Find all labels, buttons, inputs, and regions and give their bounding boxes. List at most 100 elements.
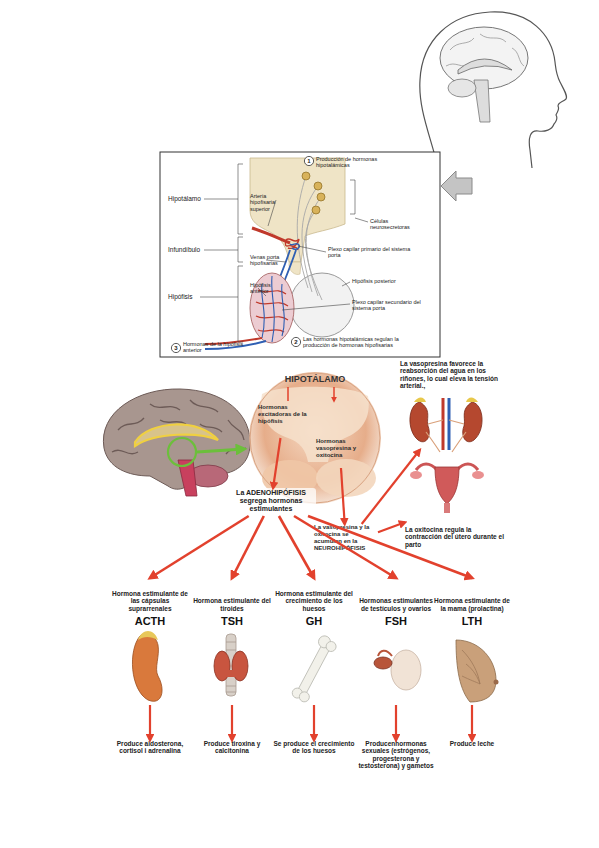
connector [362, 450, 420, 524]
hormone-arrow [294, 516, 396, 578]
gonad-icon [374, 657, 392, 669]
part-label: Producción de hormonas hipotalámicas [316, 156, 398, 169]
part-label: Hormonas de la hipófisis anterior [183, 341, 249, 354]
head-silhouette [474, 80, 490, 122]
hormone-arrow [308, 516, 472, 578]
node-text: Hormonas vasopresina y oxitocina [316, 438, 364, 459]
connector [378, 522, 405, 532]
kidney-illustration [448, 398, 451, 450]
hypothalamus-zoom [288, 387, 334, 401]
hormone-abbreviation: GH [275, 615, 353, 627]
hypothalamus-zoom [249, 372, 381, 504]
node-text: Se produce el crecimiento de los huesos [272, 740, 356, 755]
bone-icon [324, 640, 338, 654]
hormone-arrow [231, 705, 233, 740]
hormone-arrow [395, 705, 397, 740]
connector [279, 516, 314, 578]
circle-outline [250, 373, 380, 503]
leader-lines [342, 282, 350, 286]
hormone-arrow [378, 522, 405, 532]
node-text: Hormona estimulante del tiroides [193, 578, 271, 612]
kidney-panel: La vasopresina favorece la reabsorción d… [400, 360, 510, 450]
connector [232, 705, 233, 740]
leader-lines [282, 304, 350, 310]
callout-number: 3 [172, 345, 180, 352]
head-silhouette [458, 59, 512, 74]
connector [341, 468, 345, 524]
part-label: Plexo capilar primario del sistema porta [328, 246, 412, 259]
pituitary-anatomy [302, 172, 310, 180]
uterus-illustration [472, 471, 484, 479]
node-text: HIPOTÁLAMO [249, 374, 381, 384]
bone-icon [290, 634, 339, 704]
gonad-icon [378, 651, 392, 656]
node-text: La vasopresina favorece la reabsorción d… [400, 360, 510, 390]
hormone-abbreviation: TSH [193, 615, 271, 627]
hormone-arrow [232, 516, 264, 578]
effect-box: Produce leche [430, 740, 514, 780]
pituitary-anatomy [250, 273, 294, 343]
hormone-abbreviation: LTH [433, 615, 511, 627]
brain-illustration [103, 389, 250, 489]
hormone-arrow [150, 516, 249, 578]
connector [273, 438, 280, 488]
hormone-arrow [149, 705, 151, 740]
uterus-panel: La oxitocina regula la contracción del ú… [405, 458, 510, 548]
callout-circles [304, 156, 313, 165]
effect-box: Produce aldosterona, cortisol i adrenali… [108, 740, 192, 780]
hormone-arrow [362, 450, 420, 524]
effect-box: Producenhormonas sexuales (estrógenos, p… [354, 740, 438, 780]
part-label: Hipófisis [168, 293, 202, 300]
part-label: Hipotálamo [168, 195, 208, 202]
leader-lines [204, 237, 243, 262]
pointer-arrow [441, 171, 472, 201]
pituitary-anatomy [290, 273, 354, 337]
callout-number: 1 [305, 158, 313, 165]
leader-lines [200, 266, 243, 342]
node-text: La oxitocina regula la contracción del ú… [405, 526, 510, 548]
breast-icon [456, 640, 499, 702]
leader-lines [350, 180, 368, 222]
hormone-abbreviation: FSH [357, 615, 435, 627]
gonad-icon [391, 650, 421, 690]
pituitary-anatomy [314, 182, 322, 190]
node-text: Hormonas excitadoras de la hipófisis [258, 404, 308, 425]
uterus-illustration [410, 471, 422, 479]
part-label: Las hormonas hipotalámicas regulan la pr… [303, 336, 409, 349]
pituitary-anatomy [312, 206, 320, 214]
node-text: La ADENOHIPÓFISIS segrega hormonas estim… [226, 488, 316, 514]
adenohypophysis-box: La ADENOHIPÓFISIS segrega hormonas estim… [226, 488, 316, 516]
adrenal-kidney-icon [132, 631, 162, 701]
bone-icon [296, 641, 331, 696]
pituitary-anatomy [317, 193, 325, 201]
hormone-arrow [341, 468, 345, 524]
callout-circles [291, 337, 300, 346]
pituitary-anatomy [290, 244, 299, 250]
adrenal-kidney-icon [132, 634, 162, 702]
leader-lines [298, 246, 326, 252]
kidney-illustration [426, 420, 466, 452]
part-label: Células neurosecretoras [370, 218, 426, 231]
kidney-illustration [463, 402, 482, 442]
hypothalamus-zoom [261, 387, 369, 462]
node-text: Hormonas estimulantes de testículos y ov… [357, 578, 435, 612]
effect-box: Produce tiroxina y calcitonina [190, 740, 274, 780]
leader-lines [200, 164, 368, 342]
kidney-illustration [442, 398, 445, 450]
hormone-region: Hormonas vasopresina y oxitocina [316, 438, 364, 468]
connector-group [150, 438, 472, 740]
brain-illustration [197, 449, 244, 452]
node-text: Hormona estimulante de la mama (prolacti… [433, 578, 511, 612]
part-label: Venas porta hipofisarias [250, 254, 288, 267]
uterus-illustration [410, 464, 484, 513]
head-silhouette [420, 12, 567, 168]
node-text: La vasopresina y la oxitocina se acumula… [314, 524, 378, 552]
node-text: Produce leche [430, 740, 514, 747]
node-text: Produce tiroxina y calcitonina [190, 740, 274, 755]
hormone-arrow [273, 438, 280, 488]
connector [396, 705, 397, 740]
hormone-arrow [313, 705, 315, 740]
kidney-illustration [410, 402, 429, 442]
bone-icon [298, 690, 312, 704]
